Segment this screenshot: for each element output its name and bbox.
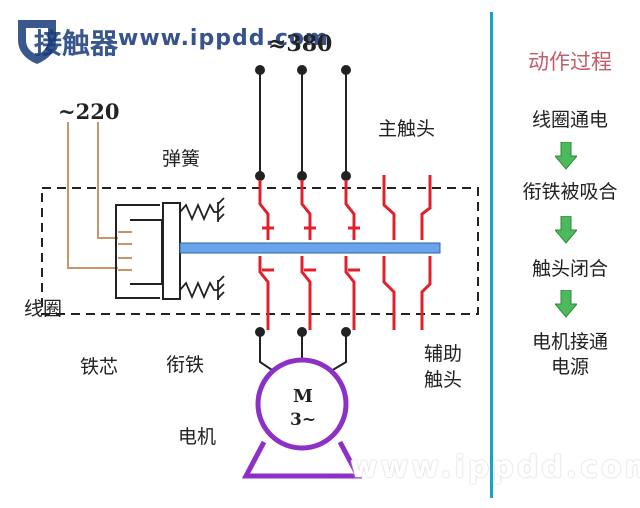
label-armature: 衔铁	[166, 354, 205, 376]
label-spring: 弹簧	[162, 148, 201, 170]
process-step-2: 衔铁被吸合	[522, 181, 618, 203]
label-coil: 线圈	[24, 298, 63, 320]
coil-wires	[67, 122, 132, 271]
armature-bar	[179, 242, 441, 254]
main-contacts	[258, 180, 360, 330]
down-arrow-icon	[555, 142, 577, 170]
aux-contacts	[382, 175, 432, 330]
watermark-url-top: www.ippdd.com	[118, 26, 329, 51]
label-motor-symbol: M	[293, 386, 313, 407]
label-main-contacts: 主触头	[378, 118, 436, 140]
label-core: 铁芯	[80, 356, 119, 378]
label-voltage-main: ≈380	[268, 31, 333, 57]
process-step-4: 电机接通	[531, 331, 608, 353]
process-step-1: 线圈通电	[531, 109, 608, 131]
armature-block	[162, 202, 181, 300]
logo-shield-icon	[18, 20, 56, 64]
label-aux-contacts-2: 触头	[424, 369, 463, 391]
down-arrow-icon	[555, 216, 577, 244]
label-motor: 电机	[178, 426, 217, 448]
watermark-title: 接触器	[34, 27, 119, 60]
springs	[179, 197, 225, 300]
main-supply-lines	[255, 65, 351, 337]
label-motor-phases: 3~	[290, 410, 317, 430]
down-arrow-icon	[555, 290, 577, 318]
watermark-url-bottom: www.ippdd.com	[350, 450, 640, 485]
panel-divider	[490, 12, 493, 498]
motor-base	[241, 440, 363, 479]
motor-circle	[255, 357, 349, 451]
process-step-5: 电源	[550, 356, 589, 378]
label-voltage-coil: ~220	[58, 99, 120, 124]
label-aux-contacts-1: 辅助	[424, 343, 463, 365]
iron-core	[115, 204, 163, 299]
process-step-3: 触头闭合	[531, 258, 608, 280]
process-heading: 动作过程	[528, 50, 612, 74]
